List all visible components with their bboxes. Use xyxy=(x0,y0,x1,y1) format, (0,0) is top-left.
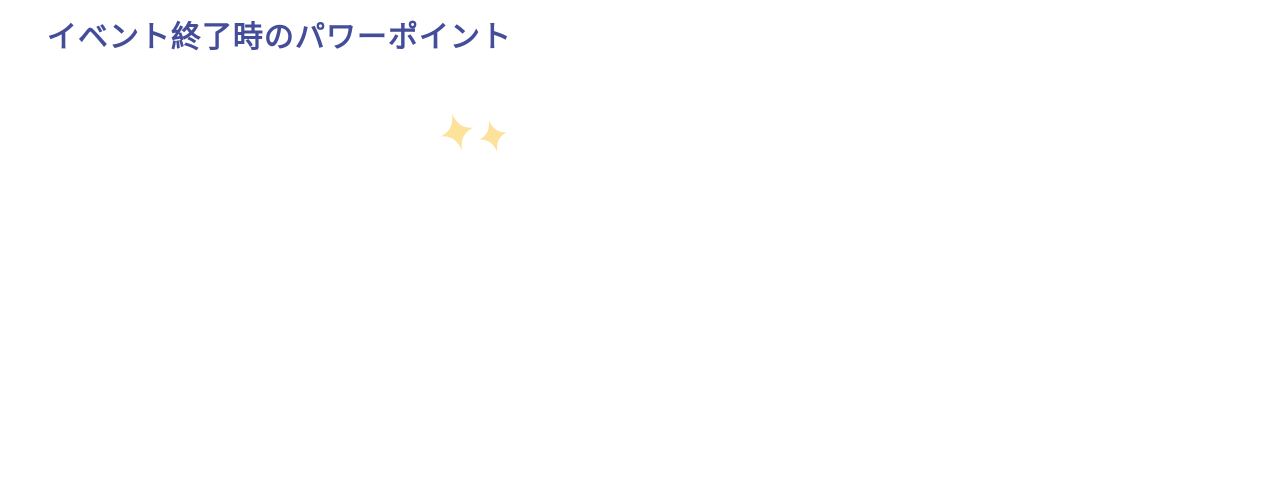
section-title: イベント終了時のパワーポイント xyxy=(47,20,512,55)
sparkle-small-icon xyxy=(479,120,507,152)
sparkles-icon xyxy=(436,110,512,156)
sparkle-large-icon xyxy=(440,113,474,151)
